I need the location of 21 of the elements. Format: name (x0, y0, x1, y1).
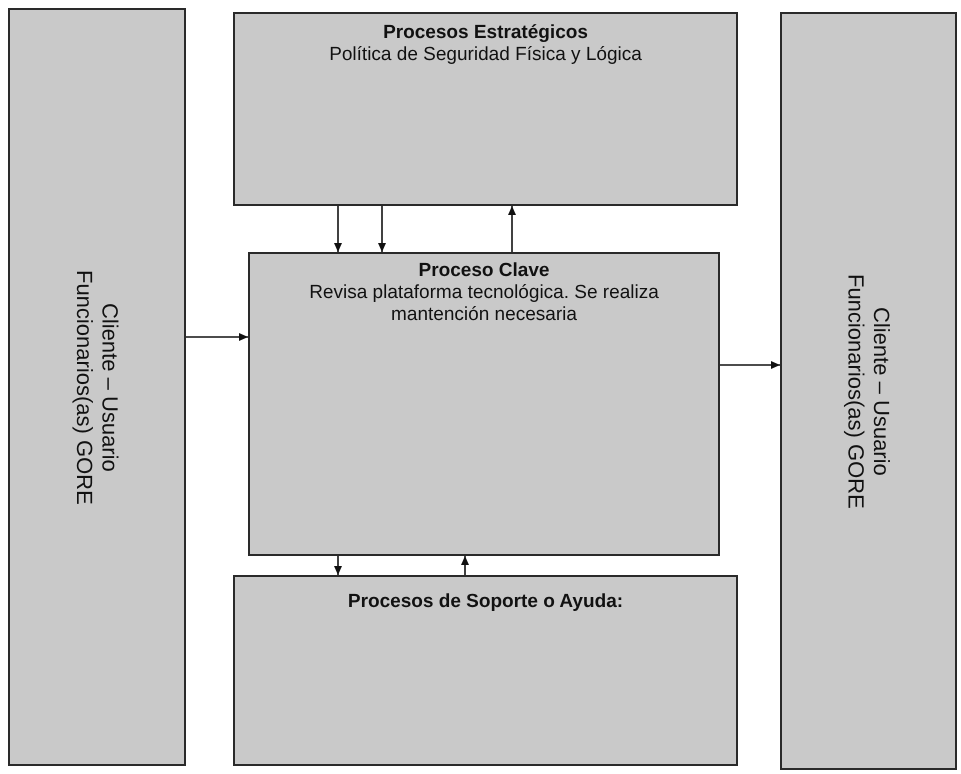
panel-label: Cliente – Usuario (868, 306, 894, 476)
arrow (186, 333, 248, 341)
stakeholder-panel (8, 8, 186, 766)
box-description: Política de Seguridad Física y Lógica (329, 44, 642, 66)
panel-label: Funcionarios(as) GORE (843, 274, 868, 508)
process-box (248, 252, 720, 556)
box-title: Procesos de Soporte o Ayuda: (348, 591, 624, 613)
process-box (233, 12, 738, 206)
process-box (233, 575, 738, 766)
arrow (334, 556, 342, 575)
box-title: Proceso Clave (418, 260, 550, 282)
arrow (378, 206, 386, 252)
panel-label: Funcionarios(as) GORE (72, 270, 97, 504)
panel-label: Cliente – Usuario (97, 302, 122, 472)
arrow (334, 206, 342, 252)
arrow (720, 361, 780, 369)
arrow (461, 556, 469, 575)
box-title: Procesos Estratégicos (383, 22, 588, 44)
arrow (508, 206, 516, 252)
stakeholder-panel (780, 12, 957, 770)
box-description: Revisa plataforma tecnológica. Se realiza mantención necesaria (308, 282, 660, 326)
